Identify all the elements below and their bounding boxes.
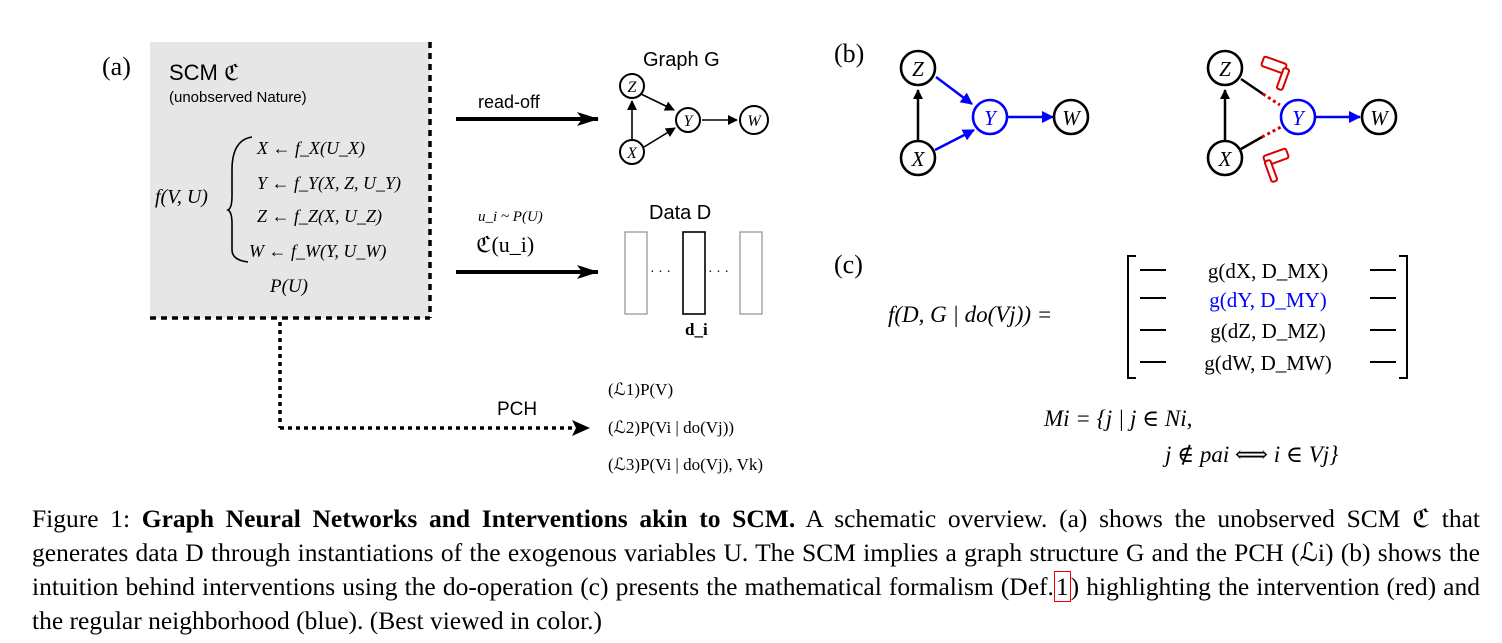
b-left-node-x: X <box>911 147 926 171</box>
scm-brace <box>226 136 253 263</box>
c-matrix-brackets <box>1127 255 1408 379</box>
pch-level-2: (ℒ2)P(Vi | do(Vj)) <box>608 418 734 437</box>
figure-caption: Figure 1: Graph Neural Networks and Inte… <box>32 502 1480 638</box>
caption-text-2: ) highlighting the intervention (red) an… <box>32 572 1480 635</box>
b-right-node-x: X <box>1218 147 1233 171</box>
caption-prefix: Figure 1: <box>32 504 131 533</box>
data-item-label: d_i <box>685 320 708 339</box>
c-row-z: g(dZ, D_MZ) <box>1210 319 1325 343</box>
panel-c-label: (c) <box>834 250 863 279</box>
scm-equation-y: Y ← f_Y(X, Z, U_Y) <box>257 173 401 194</box>
scm-equation-w: W ← f_W(Y, U_W) <box>249 241 386 262</box>
c-row-y: g(dY, D_MY) <box>1209 288 1326 312</box>
c-lhs: f(D, G | do(Vj)) = <box>888 302 1052 327</box>
sample-label: u_i ~ P(U) <box>478 209 543 225</box>
readoff-label: read-off <box>478 92 541 112</box>
hammer-icon-2 <box>1262 147 1290 183</box>
data-title: Data D <box>649 202 711 224</box>
graph-b-left <box>899 49 1090 177</box>
definition-ref-link[interactable]: 1 <box>1053 571 1071 602</box>
graph-node-x: X <box>626 145 638 162</box>
b-left-node-z: Z <box>912 57 924 81</box>
scm-title: SCM ℭ <box>169 60 239 85</box>
b-right-node-w: W <box>1370 106 1390 130</box>
caption-text-1: A schematic overview. (a) shows the unob… <box>32 504 1480 601</box>
b-right-node-z: Z <box>1219 57 1231 81</box>
b-left-node-y: Y <box>984 106 998 130</box>
pch-arrow <box>278 322 590 436</box>
graph-node-w: W <box>747 113 762 130</box>
b-right-node-y: Y <box>1292 106 1306 130</box>
b-left-node-w: W <box>1062 106 1082 130</box>
graph-title: Graph G <box>643 49 720 71</box>
pch-level-1: (ℒ1)P(V) <box>608 380 673 399</box>
sample-label-2: ℭ(u_i) <box>476 232 534 257</box>
panel-b-label: (b) <box>834 39 864 68</box>
pch-level-3: (ℒ3)P(Vi | do(Vj), Vk) <box>608 455 763 474</box>
c-set-def-2: j ∉ pai ⟺ i ∈ Vj} <box>1162 442 1338 467</box>
graph-node-z: Z <box>628 79 638 96</box>
pch-label: PCH <box>497 399 537 420</box>
caption-title: Graph Neural Networks and Interventions … <box>141 504 796 533</box>
scm-box <box>150 42 432 320</box>
hammer-icon <box>1260 55 1291 91</box>
data-dots-right: · · · <box>708 265 729 280</box>
c-row-x: g(dX, D_MX) <box>1208 259 1328 283</box>
scm-equation-z: Z ← f_Z(X, U_Z) <box>257 206 382 227</box>
data-dots-left: · · · <box>650 265 671 280</box>
data-matrix <box>624 231 763 315</box>
c-row-w: g(dW, D_MW) <box>1204 351 1332 375</box>
graph-g: Z Y W X <box>619 73 769 165</box>
graph-b-right <box>1206 49 1398 177</box>
scm-prob-label: P(U) <box>269 276 308 297</box>
figure-1: (a) SCM ℭ (unobserved Nature) f(V, U) X … <box>102 39 1408 474</box>
scm-function-label: f(V, U) <box>155 186 208 208</box>
graph-node-y: Y <box>684 113 695 130</box>
scm-equation-x: X ← f_X(U_X) <box>256 138 365 159</box>
scm-subtitle: (unobserved Nature) <box>169 89 307 106</box>
panel-a-label: (a) <box>102 52 131 81</box>
c-set-def-1: Mi = {j | j ∈ Ni, <box>1043 406 1192 431</box>
